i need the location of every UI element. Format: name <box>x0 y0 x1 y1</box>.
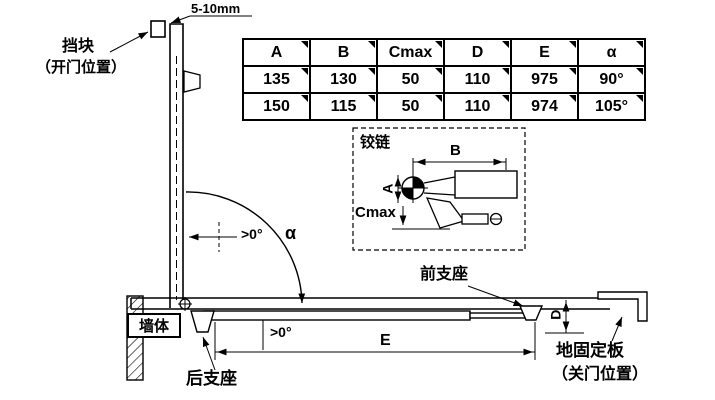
ground-plate-label: 地固定板 <box>556 341 624 360</box>
leader-lines <box>109 31 623 371</box>
table-cell: 50 <box>376 65 445 94</box>
dimension-table: A B Cmax D E α 135 130 50 110 975 90° 15… <box>242 38 646 121</box>
table-cell: 110 <box>443 65 512 94</box>
table-cell: 115 <box>309 92 378 121</box>
table-cell: 975 <box>510 65 579 94</box>
dim-d-label: D <box>547 309 564 320</box>
door-open-leaf <box>169 23 201 308</box>
hinge-shape <box>178 297 192 311</box>
table-cell: 105° <box>577 92 646 121</box>
table-header-cell-cmax: Cmax <box>376 38 445 67</box>
actuator-rod-shape <box>469 312 529 319</box>
table-row: 150 115 50 110 974 105° <box>242 92 646 121</box>
open-angle-lines <box>189 222 237 252</box>
table-header-cell-b: B <box>309 38 378 67</box>
front-bracket-shape <box>518 305 544 321</box>
ground-plate-sublabel: （关门位置） <box>552 366 649 383</box>
stop-block-sublabel: （开门位置） <box>36 59 127 76</box>
wall-label: 墙体 <box>127 313 181 338</box>
actuator-body-shape <box>203 310 471 321</box>
table-header-cell-e: E <box>510 38 579 67</box>
alpha-swing-arc <box>185 191 306 304</box>
table-cell: 110 <box>443 92 512 121</box>
door-arm-bracket-shape <box>183 70 201 93</box>
stop-block-shape <box>150 20 166 38</box>
front-bracket-label: 前支座 <box>420 266 469 283</box>
hinge-detail-inset <box>352 127 526 251</box>
rear-bracket-shape <box>190 310 215 333</box>
table-cell: 130 <box>309 65 378 94</box>
hinge-label: 铰链 <box>360 134 391 151</box>
table-cell: 50 <box>376 92 445 121</box>
table-header-cell-alpha: α <box>577 38 646 67</box>
motor-body-shape <box>454 170 518 199</box>
dim-e-label: E <box>380 332 391 349</box>
actuator-assembly <box>190 305 544 333</box>
table-header-row: A B Cmax D E α <box>242 38 646 67</box>
ground-plate-shape <box>597 291 648 322</box>
dim-a-label: A <box>379 183 396 194</box>
dim-cmax-label: Cmax <box>355 204 396 221</box>
closed-angle-label: >0° <box>270 324 292 340</box>
stop-block-label: 挡块 <box>62 38 95 55</box>
table-cell: 135 <box>242 65 311 94</box>
d-dimension-lines <box>545 300 584 334</box>
open-angle-label: >0° <box>241 226 263 242</box>
door-closed-leaf <box>130 297 640 310</box>
e-dimension-lines <box>214 322 536 360</box>
table-row: 135 130 50 110 975 90° <box>242 65 646 94</box>
table-cell: 974 <box>510 92 579 121</box>
clevis-shape <box>461 213 489 225</box>
gap-dimension-label: 5-10mm <box>191 1 241 16</box>
rear-bracket-label: 后支座 <box>186 369 237 388</box>
table-cell: 150 <box>242 92 311 121</box>
alpha-label: α <box>285 223 297 243</box>
dim-b-label: B <box>450 142 461 159</box>
table-cell: 90° <box>577 65 646 94</box>
table-header-cell-a: A <box>242 38 311 67</box>
gap-dimension-lines <box>170 15 252 24</box>
table-header-cell-d: D <box>443 38 512 67</box>
